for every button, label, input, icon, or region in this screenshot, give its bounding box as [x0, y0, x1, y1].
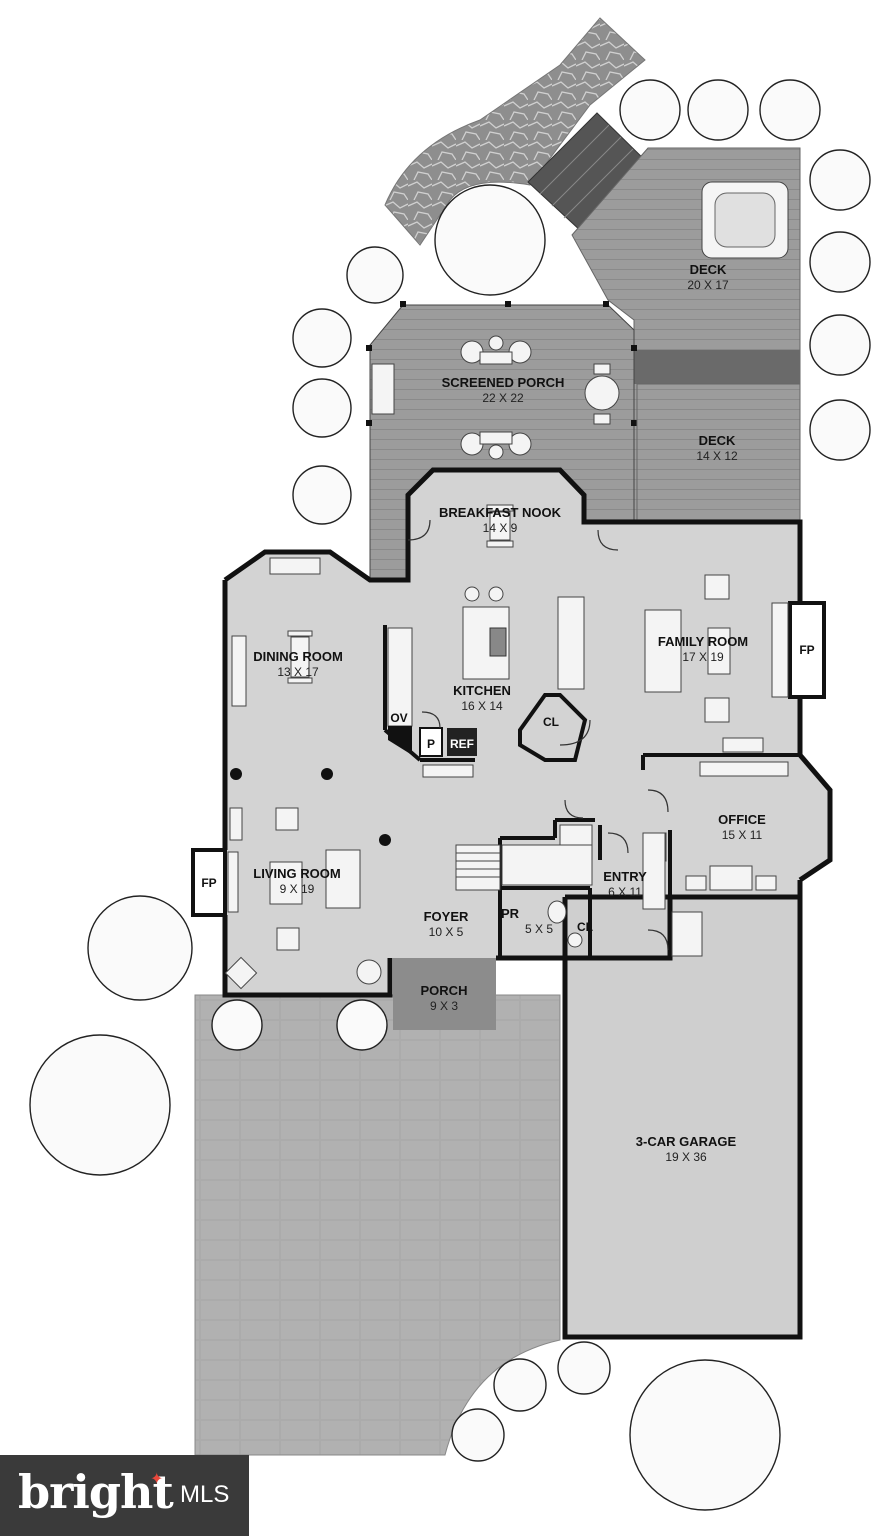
tag-closet-kitchen: CL	[543, 715, 559, 729]
size-foyer: 10 X 5	[429, 925, 464, 939]
size-breakfast-nook: 14 X 9	[483, 521, 518, 535]
label-deck-lower: DECK	[699, 433, 736, 448]
size-office: 15 X 11	[722, 828, 763, 842]
driveway	[194, 994, 561, 1456]
room-labels: DECK 20 X 17 SCREENED PORCH 22 X 22 DECK…	[253, 262, 766, 1164]
tag-oven: OV	[390, 711, 407, 725]
deck-step-band	[634, 350, 800, 384]
size-powder-room: 5 X 5	[525, 922, 553, 936]
size-kitchen: 16 X 14	[461, 699, 503, 713]
logo-brand: bright	[18, 1465, 174, 1519]
porch-floor	[393, 958, 496, 1030]
label-living-room: LIVING ROOM	[253, 866, 340, 881]
size-garage: 19 X 36	[665, 1150, 707, 1164]
size-screened-porch: 22 X 22	[482, 391, 524, 405]
logo-suffix: MLS	[180, 1481, 230, 1508]
label-screened-porch: SCREENED PORCH	[442, 375, 565, 390]
label-breakfast-nook: BREAKFAST NOOK	[439, 505, 562, 520]
tag-fp-left: FP	[201, 876, 216, 890]
fireplace-right	[788, 601, 826, 699]
tag-pantry: P	[427, 737, 435, 751]
size-living-room: 9 X 19	[280, 882, 315, 896]
fireplace-left	[191, 848, 227, 917]
label-foyer: FOYER	[424, 909, 469, 924]
label-kitchen: KITCHEN	[453, 683, 511, 698]
size-entry: 6 X 11	[608, 885, 642, 899]
trees	[29, 79, 871, 1511]
size-dining-room: 13 X 17	[277, 665, 319, 679]
size-deck-upper: 20 X 17	[687, 278, 729, 292]
label-deck-upper: DECK	[690, 262, 727, 277]
bright-mls-logo: bright ✦ MLS	[0, 1455, 249, 1536]
label-powder-room: PR	[501, 906, 520, 921]
size-deck-lower: 14 X 12	[696, 449, 738, 463]
garage-floor	[565, 897, 800, 1337]
label-garage: 3-CAR GARAGE	[636, 1134, 737, 1149]
label-porch: PORCH	[421, 983, 468, 998]
logo-spark-icon: ✦	[150, 1471, 164, 1488]
label-office: OFFICE	[718, 812, 766, 827]
label-entry: ENTRY	[603, 869, 647, 884]
stone-path	[384, 17, 646, 246]
tag-fp-right: FP	[799, 643, 814, 657]
label-dining-room: DINING ROOM	[253, 649, 343, 664]
label-family-room: FAMILY ROOM	[658, 634, 748, 649]
size-family-room: 17 X 19	[682, 650, 724, 664]
fixture-tags: FP FP OV P REF CL CL	[201, 643, 814, 934]
tag-refrigerator: REF	[450, 737, 474, 751]
size-porch: 9 X 3	[430, 999, 458, 1013]
tag-closet-entry: CL	[577, 920, 593, 934]
